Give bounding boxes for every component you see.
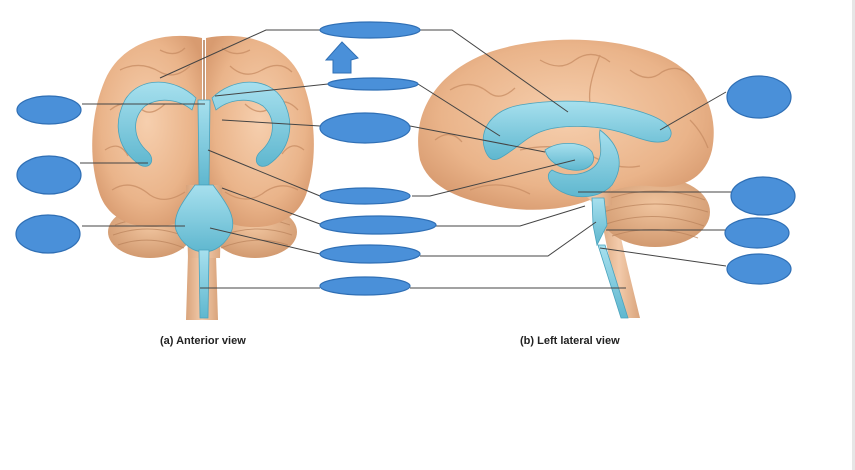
label-blank-5[interactable] <box>319 215 437 235</box>
label-blank-13[interactable] <box>724 217 790 249</box>
leader-1a <box>159 29 320 79</box>
inferior-horn <box>547 129 620 198</box>
leader-8a <box>221 187 321 225</box>
caption-anterior-view: (a) Anterior view <box>160 335 246 347</box>
right-hemisphere <box>206 35 314 228</box>
label-blank-14[interactable] <box>726 253 792 285</box>
leader-1b <box>420 29 569 113</box>
leader-6b <box>409 125 546 153</box>
label-blank-6[interactable] <box>319 244 421 264</box>
leader-5a <box>214 83 329 97</box>
lateral-view-brain <box>418 39 714 319</box>
up-arrow-icon <box>324 41 359 74</box>
central-canal <box>198 249 210 319</box>
lateral-third-ventricle <box>544 143 594 171</box>
label-blank-8[interactable] <box>16 95 82 125</box>
lateral-ventricle-body <box>482 100 672 160</box>
label-blank-3[interactable] <box>319 112 411 144</box>
left-lateral-ventricle <box>117 81 197 167</box>
right-lateral-ventricle <box>211 81 291 167</box>
leader-lines <box>80 29 734 289</box>
lateral-fourth-ventricle <box>591 197 608 247</box>
label-blank-4[interactable] <box>319 187 411 205</box>
leader-9a <box>209 227 321 255</box>
label-blank-10[interactable] <box>15 214 81 254</box>
leader-7a <box>207 149 321 197</box>
leader-11 <box>659 91 727 131</box>
leader-14 <box>599 247 727 267</box>
third-ventricle <box>197 99 211 186</box>
label-blank-2[interactable] <box>327 77 419 91</box>
window-edge <box>852 0 855 470</box>
label-blank-1[interactable] <box>319 21 421 39</box>
leader-8b <box>436 205 586 227</box>
leader-9b <box>420 221 597 257</box>
leader-7b <box>412 159 576 197</box>
left-hemisphere <box>92 35 202 228</box>
leader-6a <box>221 119 321 127</box>
label-blank-11[interactable] <box>726 75 792 119</box>
label-blank-12[interactable] <box>730 176 796 216</box>
label-blank-7[interactable] <box>319 276 411 296</box>
label-blank-9[interactable] <box>16 155 82 195</box>
caption-left-lateral-view: (b) Left lateral view <box>520 335 620 347</box>
anterior-view-brain <box>92 35 314 320</box>
leader-5b <box>417 83 501 137</box>
lateral-central-canal <box>597 244 629 319</box>
